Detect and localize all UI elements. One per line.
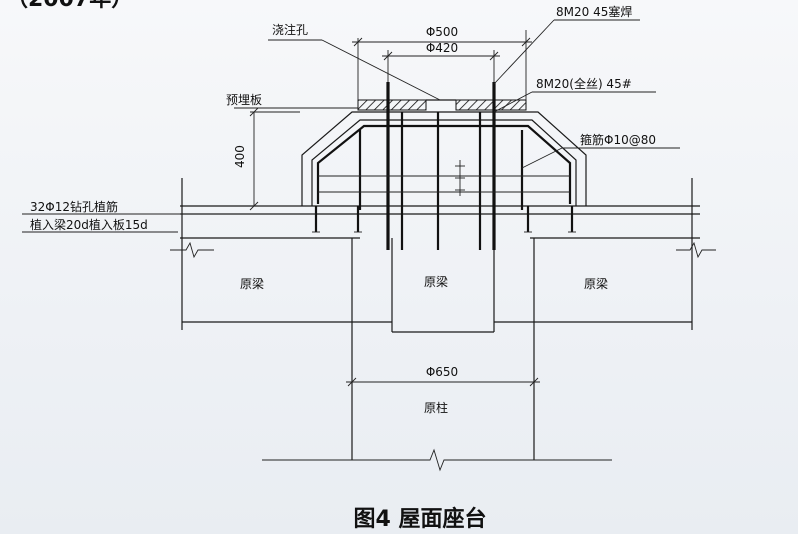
dowel-bars <box>312 206 576 233</box>
label-embedded-plate: 预埋板 <box>226 93 262 107</box>
label-stirrup: 箍筋Φ10@80 <box>580 132 656 147</box>
label-dia-420: Φ420 <box>426 41 458 55</box>
label-beam-left: 原梁 <box>240 276 264 291</box>
figure-caption: 图4 屋面座台 <box>354 506 487 532</box>
pedestal-outline <box>301 111 587 206</box>
label-dia-650: Φ650 <box>426 365 458 379</box>
label-beam-center: 原梁 <box>424 274 448 289</box>
dimension-650 <box>346 376 540 388</box>
label-height-400: 400 <box>233 145 247 168</box>
label-dia-500: Φ500 <box>426 25 458 39</box>
label-column: 原柱 <box>424 400 448 415</box>
dimension-500 <box>352 30 532 100</box>
leader-lines <box>22 19 680 233</box>
dimension-420 <box>382 50 500 82</box>
dimension-400 <box>249 107 300 211</box>
rebar-cage <box>316 124 572 210</box>
beam-slab-outline <box>170 178 716 333</box>
header-fragment: （2007年） <box>6 0 133 12</box>
anchor-bolts <box>386 82 496 250</box>
label-bolt-full: 8M20(全丝) 45# <box>536 76 632 91</box>
column-outline <box>262 238 612 472</box>
label-rebar-line2: 植入梁20d植入板15d <box>30 217 148 232</box>
label-rebar-line1: 32Φ12钻孔植筋 <box>30 199 118 214</box>
embedded-plate <box>357 99 527 111</box>
label-pour-hole: 浇注孔 <box>272 22 308 37</box>
label-bolt-weld: 8M20 45塞焊 <box>556 4 632 19</box>
label-beam-right: 原梁 <box>584 276 608 291</box>
